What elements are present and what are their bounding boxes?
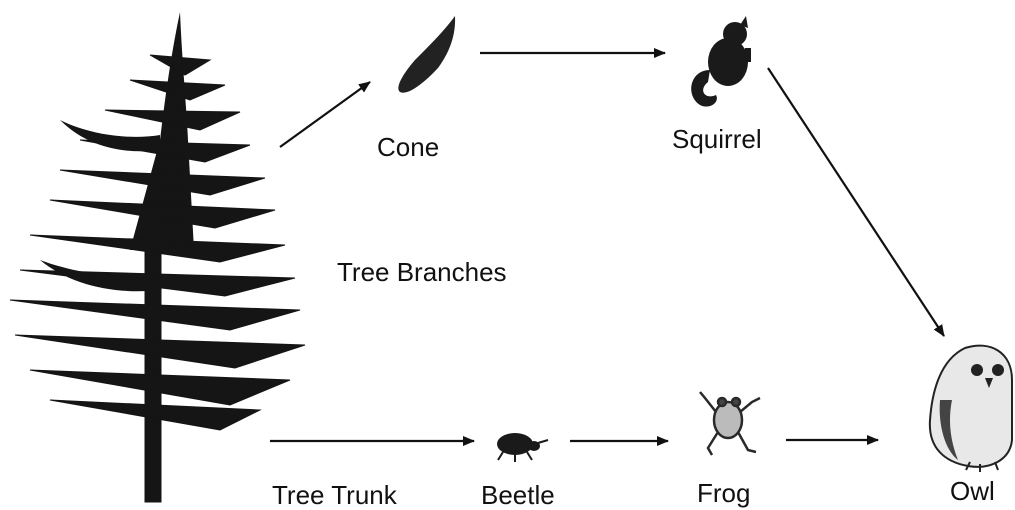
pine-cone-icon (398, 16, 455, 93)
label-tree-trunk: Tree Trunk (272, 482, 397, 508)
label-squirrel: Squirrel (672, 126, 762, 152)
beetle-icon (497, 433, 548, 462)
squirrel-icon (691, 16, 751, 107)
arrow-squirrel-to-owl (768, 68, 944, 336)
arrow-tree-to-cone (280, 82, 370, 147)
frog-icon (700, 392, 760, 455)
label-cone: Cone (377, 134, 439, 160)
label-frog: Frog (697, 480, 750, 506)
label-owl: Owl (950, 478, 995, 504)
pine-tree-icon (10, 12, 305, 502)
label-tree-branches: Tree Branches (337, 259, 507, 285)
owl-icon (930, 346, 1012, 472)
label-beetle: Beetle (481, 482, 555, 508)
